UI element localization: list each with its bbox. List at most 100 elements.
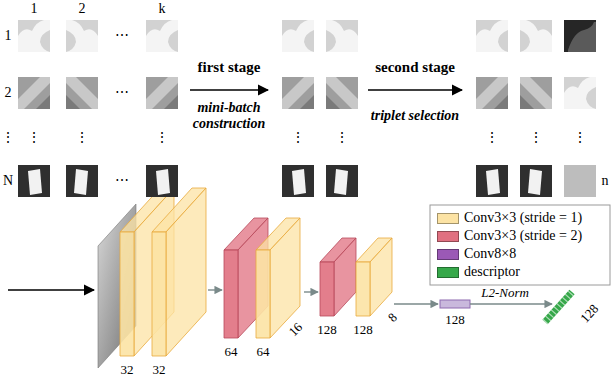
image-patch — [146, 165, 178, 197]
ellipsis: ⋮ — [291, 130, 305, 146]
patch-content — [74, 169, 88, 195]
image-patch — [66, 165, 98, 197]
image-patch — [18, 165, 50, 197]
patch-ground — [66, 20, 98, 52]
patch-content — [520, 77, 552, 109]
patch-content — [326, 95, 340, 109]
image-patch — [282, 77, 314, 109]
patch-content — [282, 77, 314, 109]
layer-face — [256, 250, 270, 338]
column-index: k — [159, 1, 166, 17]
row-index: N — [3, 173, 13, 189]
patch-content — [334, 169, 348, 195]
flow-arrow — [208, 289, 222, 290]
conv-layer — [152, 188, 206, 356]
legend-swatch — [437, 249, 459, 260]
patch-content — [520, 20, 552, 52]
image-patch — [326, 20, 358, 52]
patch-ground — [146, 165, 178, 197]
image-patch — [520, 20, 552, 52]
patch-ground — [146, 77, 178, 109]
layer-face — [166, 188, 206, 356]
patch-ground — [476, 165, 508, 197]
patch-content — [292, 169, 306, 195]
column-index: 1 — [31, 1, 38, 17]
patch-ground — [18, 20, 50, 52]
patch-content — [282, 20, 314, 52]
patch-ground — [66, 165, 98, 197]
patch-ground — [520, 165, 552, 197]
ellipsis: ⋮ — [27, 130, 41, 146]
image-patch — [326, 165, 358, 197]
patch-content — [164, 95, 178, 109]
conv-layer — [356, 238, 392, 316]
patch-content — [486, 169, 500, 195]
row-index: n — [602, 173, 609, 189]
legend-frame — [430, 205, 610, 285]
patch-content — [494, 95, 508, 109]
image-patch — [520, 77, 552, 109]
patch-ground — [476, 20, 508, 52]
flow-arrow — [304, 291, 318, 292]
image-patch — [564, 20, 596, 52]
patch-ground — [282, 77, 314, 109]
dimension-label: 32 — [121, 363, 134, 378]
patch-grids — [18, 20, 596, 197]
patch-content — [564, 77, 596, 109]
image-patch — [66, 20, 98, 52]
patch-content — [528, 169, 542, 195]
layer-face — [370, 238, 392, 316]
patch-content — [18, 77, 50, 109]
legend-swatch — [437, 231, 459, 242]
stage-arrow — [190, 89, 268, 91]
image-patch — [18, 77, 50, 109]
patch-content — [66, 77, 98, 109]
image-patch — [476, 165, 508, 197]
conv-layer — [320, 238, 356, 316]
input-arrow — [8, 289, 94, 291]
patch-ground — [476, 77, 508, 109]
layer-stack — [120, 188, 392, 356]
patch-content — [36, 95, 50, 109]
dimension-label: 64 — [257, 345, 270, 360]
image-patch — [18, 20, 50, 52]
patch-content — [146, 20, 178, 52]
patch-content — [28, 169, 42, 195]
image-patch — [66, 77, 98, 109]
dimension-label: 128 — [353, 323, 373, 338]
patch-ground — [326, 165, 358, 197]
stage-title: second stage — [375, 59, 455, 76]
patch-content — [476, 20, 508, 52]
patch-ground — [326, 20, 358, 52]
dimension-label: 16 — [286, 320, 306, 340]
legend-text: descriptor — [464, 264, 520, 280]
stage-title: first stage — [198, 59, 261, 76]
descriptor-bar — [545, 292, 572, 322]
legend-text: Conv8×8 — [464, 246, 516, 262]
layer-face — [152, 232, 166, 356]
dimension-label: 128 — [578, 302, 602, 326]
operation-label: L2-Norm — [481, 286, 529, 301]
image-patch — [520, 165, 552, 197]
row-index: 1 — [5, 28, 12, 44]
patch-content — [326, 20, 358, 52]
patch-ground — [564, 165, 596, 197]
row-index: ⋮ — [1, 130, 15, 146]
image-patch — [282, 165, 314, 197]
image-patch — [476, 20, 508, 52]
layer-face — [320, 262, 334, 316]
patch-ground — [282, 20, 314, 52]
patch-ground — [18, 77, 50, 109]
patch-content — [66, 95, 80, 109]
ellipsis: ⋯ — [115, 28, 129, 44]
patch-ground — [326, 77, 358, 109]
patch-content — [66, 20, 98, 52]
patch-ground — [564, 20, 596, 52]
dimension-label: 64 — [225, 345, 238, 360]
layer-face — [120, 232, 134, 356]
stage-subtitle: triplet selection — [367, 108, 463, 124]
legend-text: Conv3×3 (stride = 2) — [464, 228, 582, 244]
dimension-label: 8 — [385, 310, 400, 325]
conv-layer — [120, 188, 174, 356]
